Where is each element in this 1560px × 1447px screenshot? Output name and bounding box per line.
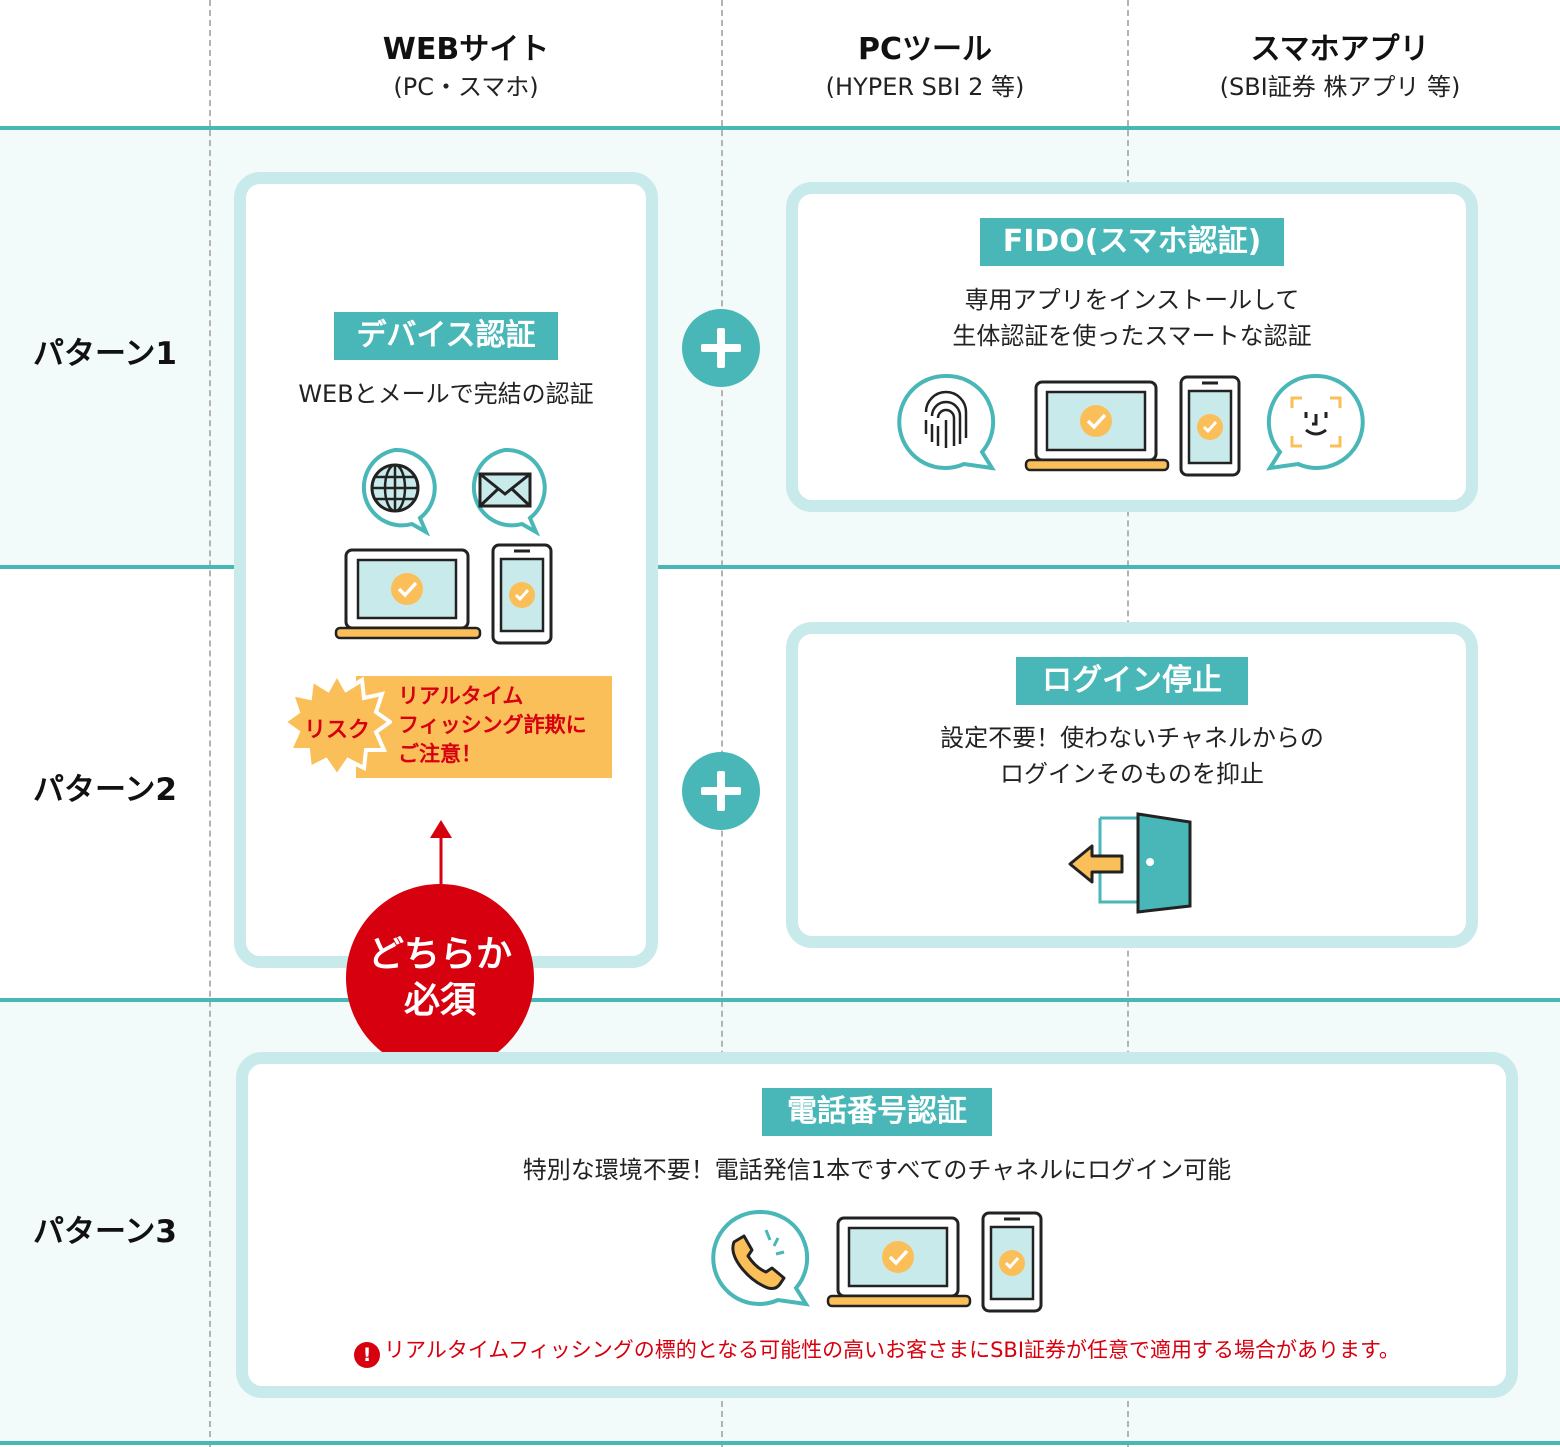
laptop-icon [826,1216,972,1308]
row-divider [0,126,1560,130]
risk-text: リアルタイム フィッシング詐欺に ご注意！ [398,682,608,769]
phone-call-icon [711,1209,810,1307]
fido-description: 専用アプリをインストールして 生体認証を使ったスマートな認証 [798,282,1466,354]
column-title: WEBサイト [382,32,550,67]
risk-text-line: ご注意！ [398,742,482,766]
row-label-pattern-3: パターン3 [32,1214,178,1250]
column-subtitle: (PC・スマホ) [393,72,539,101]
row-divider [0,565,1560,569]
row-divider [0,1441,1560,1445]
plus-icon [682,309,760,387]
login-stop-description: 設定不要！使わないチャネルからの ログインそのものを抑止 [798,720,1466,792]
login-stop-description-line: ログインそのものを抑止 [1000,760,1264,788]
globe-icon [361,447,437,536]
phone-auth-tag: 電話番号認証 [762,1088,992,1136]
column-header-smartphone-app: スマホアプリ (SBI証券 株アプリ 等) [1130,30,1550,103]
device-auth-description: WEBとメールで完結の認証 [298,380,594,408]
door-exit-icon [1068,812,1192,914]
phone-auth-note-text: リアルタイムフィッシングの標的となる可能性の高いお客さまにSBI証券が任意で適用… [384,1338,1400,1362]
required-badge: どちらか 必須 [346,884,534,1072]
phone-auth-description: 特別な環境不要！電話発信1本ですべてのチャネルにログイン可能 [522,1156,1232,1184]
column-subtitle: (HYPER SBI 2 等) [825,72,1025,101]
risk-text-line: リアルタイム [398,684,524,708]
face-id-icon [1266,373,1365,471]
row-label-pattern-2: パターン2 [32,772,178,808]
laptop-icon [1024,380,1170,472]
column-title: スマホアプリ [1250,32,1430,67]
risk-badge: リスク [303,718,370,743]
column-divider [209,0,211,1447]
required-text: どちらか [367,934,512,975]
risk-banner [356,676,612,778]
laptop-icon [334,548,482,640]
fido-description-line: 専用アプリをインストールして [964,286,1300,314]
smartphone-icon [1179,375,1241,477]
row-divider [0,998,1560,1002]
smartphone-icon [981,1211,1043,1313]
column-divider [721,0,723,1447]
column-subtitle: (SBI証券 株アプリ 等) [1219,72,1461,101]
row-label-pattern-1: パターン1 [32,336,178,372]
login-stop-tag: ログイン停止 [1016,657,1248,705]
plus-icon [682,752,760,830]
column-header-web: WEBサイト (PC・スマホ) [212,30,720,103]
mail-icon [471,447,547,536]
login-stop-description-line: 設定不要！使わないチャネルからの [940,724,1324,752]
fingerprint-icon [897,373,996,471]
smartphone-icon [491,543,553,645]
required-text: 必須 [403,980,476,1021]
phone-auth-note: !リアルタイムフィッシングの標的となる可能性の高いお客さまにSBI証券が任意で適… [248,1334,1506,1368]
device-auth-tag: デバイス認証 [334,312,558,360]
risk-text-line: フィッシング詐欺に [398,713,587,737]
fido-description-line: 生体認証を使ったスマートな認証 [952,322,1312,350]
fido-tag: FIDO(スマホ認証) [980,218,1284,266]
risk-burst-icon [282,672,392,780]
column-title: PCツール [857,32,992,67]
warning-icon: ! [354,1342,381,1368]
column-header-pc-tool: PCツール (HYPER SBI 2 等) [724,30,1126,103]
